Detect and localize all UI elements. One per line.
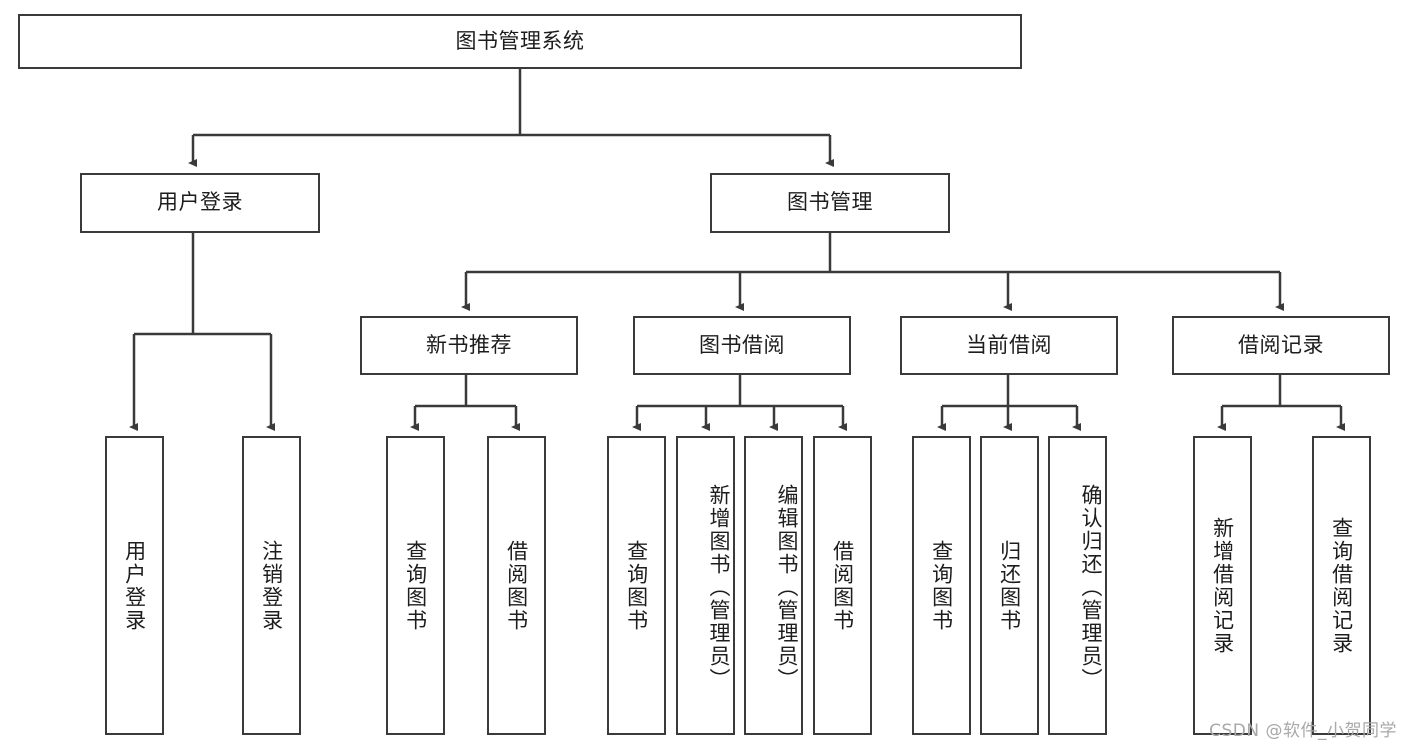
- node-book-borrow[interactable]: 图书借阅: [633, 316, 851, 375]
- node-label: 确认归还（管理员）: [1079, 484, 1103, 691]
- node-label: 新书推荐: [426, 332, 512, 357]
- node-leaf-query-book-recommend[interactable]: 查询图书: [386, 436, 445, 735]
- node-label: 借阅图书: [830, 539, 855, 632]
- node-label: 图书借阅: [699, 332, 785, 357]
- node-leaf-query-borrow-record[interactable]: 查询借阅记录: [1312, 436, 1371, 735]
- node-label: 借阅图书: [504, 539, 529, 632]
- node-label: 归还图书: [997, 539, 1022, 632]
- node-label: 图书管理系统: [455, 28, 585, 53]
- node-label: 新增借阅记录: [1210, 516, 1235, 655]
- node-borrow-record[interactable]: 借阅记录: [1172, 316, 1390, 375]
- node-leaf-add-borrow-record[interactable]: 新增借阅记录: [1193, 436, 1252, 735]
- node-current-borrow[interactable]: 当前借阅: [900, 316, 1118, 375]
- csdn-watermark: CSDN @软件_小贺同学: [1209, 721, 1397, 741]
- node-label: 查询图书: [624, 539, 649, 632]
- node-label: 新增图书（管理员）: [707, 484, 731, 691]
- node-new-book-recommend[interactable]: 新书推荐: [360, 316, 578, 375]
- node-label: 查询借阅记录: [1329, 516, 1354, 655]
- node-leaf-borrow-book[interactable]: 借阅图书: [813, 436, 872, 735]
- node-user-login[interactable]: 用户登录: [80, 173, 320, 233]
- node-label: 当前借阅: [966, 332, 1052, 357]
- node-label: 编辑图书（管理员）: [775, 484, 799, 691]
- node-leaf-return-book[interactable]: 归还图书: [980, 436, 1039, 735]
- node-label: 用户登录: [157, 190, 243, 215]
- node-leaf-query-book-borrow[interactable]: 查询图书: [607, 436, 666, 735]
- node-label: 查询图书: [403, 539, 428, 632]
- node-book-management[interactable]: 图书管理: [710, 173, 950, 233]
- node-leaf-user-login[interactable]: 用户登录: [105, 436, 164, 735]
- node-label: 借阅记录: [1238, 332, 1324, 357]
- node-leaf-borrow-book-recommend[interactable]: 借阅图书: [487, 436, 546, 735]
- node-label: 用户登录: [122, 539, 147, 632]
- node-leaf-add-book-admin[interactable]: 新增图书（管理员）: [676, 436, 735, 735]
- node-leaf-confirm-return-admin[interactable]: 确认归还（管理员）: [1048, 436, 1107, 735]
- node-label: 图书管理: [787, 190, 873, 215]
- node-label: 注销登录: [259, 539, 284, 632]
- node-leaf-edit-book-admin[interactable]: 编辑图书（管理员）: [744, 436, 803, 735]
- node-leaf-logout[interactable]: 注销登录: [242, 436, 301, 735]
- node-root-book-management-system[interactable]: 图书管理系统: [18, 14, 1022, 69]
- node-leaf-query-book-current[interactable]: 查询图书: [912, 436, 971, 735]
- node-label: 查询图书: [929, 539, 954, 632]
